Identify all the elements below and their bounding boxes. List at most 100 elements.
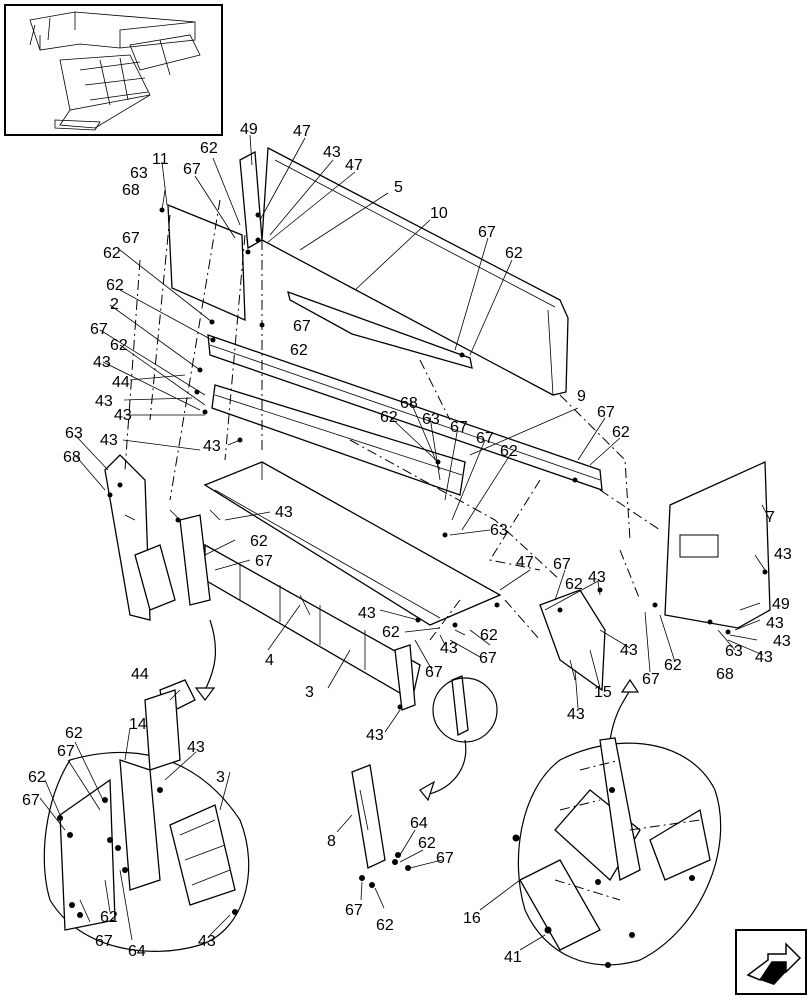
machine-thumbnail-icon [4,4,223,136]
callout-label: 67 [478,224,496,241]
callout-label: 67 [476,430,494,447]
callout-label: 62 [380,409,398,426]
callout-label: 10 [430,205,448,222]
callout-label: 62 [664,657,682,674]
callout-label: 15 [594,684,612,701]
callout-label: 62 [28,769,46,786]
callout-label: 67 [436,850,454,867]
callout-label: 43 [275,504,293,521]
callout-labels: 49 47 62 43 47 63 11 67 68 5 10 67 62 67… [22,121,792,966]
callout-label: 44 [131,666,149,683]
callout-label: 67 [95,933,113,950]
callout-label: 2 [110,296,119,313]
callout-label: 43 [114,407,132,424]
callout-label: 67 [553,556,571,573]
callout-label: 63 [65,425,83,442]
part-11-plate [167,204,246,322]
callout-label: 67 [345,902,363,919]
part-9-beam [211,384,466,496]
callout-label: 11 [152,151,169,168]
callout-label: 43 [187,739,205,756]
callout-label: 43 [774,546,792,563]
callout-label: 8 [327,833,336,850]
callout-label: 16 [463,910,481,927]
callout-label: 62 [382,624,400,641]
callout-label: 9 [577,388,586,405]
callout-label: 43 [773,633,791,650]
detail-arrows [194,678,640,802]
part-15-bracket [539,589,606,692]
detail-left [43,679,250,952]
callout-label: 62 [110,337,128,354]
callout-label: 62 [418,835,436,852]
callout-label: 67 [122,230,140,247]
callout-label: 62 [565,576,583,593]
detail-middle [351,764,411,888]
callout-label: 43 [588,569,606,586]
callout-label: 64 [410,815,428,832]
main-assembly [104,146,771,736]
callout-label: 67 [450,419,468,436]
callout-label: 67 [22,792,40,809]
callout-label: 62 [65,725,83,742]
callout-label: 41 [504,949,522,966]
callout-label: 67 [183,161,201,178]
callout-label: 62 [200,140,218,157]
part-49-bracket [239,150,263,250]
callout-label: 63 [130,165,148,182]
callout-label: 49 [772,596,790,613]
callout-label: 68 [400,395,418,412]
callout-label: 63 [490,522,508,539]
callout-label: 4 [265,652,274,669]
callout-label: 43 [93,354,111,371]
callout-label: 62 [500,443,518,460]
callout-label: 62 [103,245,121,262]
callout-label: 68 [63,449,81,466]
callout-label: 67 [57,743,75,760]
callout-label: 62 [106,277,124,294]
callout-label: 3 [216,769,225,786]
callout-label: 67 [425,664,443,681]
callout-label: 67 [642,671,660,688]
callout-label: 47 [516,554,534,571]
callout-label: 47 [293,123,311,140]
part-5-panel [261,146,569,396]
callout-label: 62 [480,627,498,644]
callout-label: 49 [240,121,258,138]
callout-label: 43 [755,649,773,666]
callout-label: 43 [567,706,585,723]
callout-label: 62 [250,533,268,550]
callout-label: 62 [376,917,394,934]
left-endplate [104,454,151,621]
callout-label: 62 [290,342,308,359]
next-page-arrow-icon[interactable] [735,929,807,995]
callout-label: 68 [716,666,734,683]
callout-label: 67 [90,321,108,338]
callout-label: 62 [612,424,630,441]
callout-label: 43 [440,640,458,657]
leader-lines [39,134,771,951]
callout-label: 43 [203,438,221,455]
callout-label: 3 [305,684,314,701]
callout-label: 62 [100,909,118,926]
callout-label: 64 [128,943,146,960]
part-4-floor [203,461,502,626]
callout-label: 7 [766,509,775,526]
callout-label: 43 [100,432,118,449]
callout-label: 43 [95,393,113,410]
callout-label: 5 [394,179,403,196]
callout-label: 62 [505,245,523,262]
part-10-strip [287,290,473,369]
callout-label: 67 [479,650,497,667]
callout-label: 43 [198,933,216,950]
callout-label: 14 [129,716,147,733]
callout-label: 43 [620,642,638,659]
callout-label: 67 [255,553,273,570]
callout-label: 43 [366,727,384,744]
callout-label: 67 [597,404,615,421]
detail-right [512,737,722,968]
callout-label: 43 [766,615,784,632]
callout-label: 44 [112,374,130,391]
callout-label: 47 [345,157,363,174]
